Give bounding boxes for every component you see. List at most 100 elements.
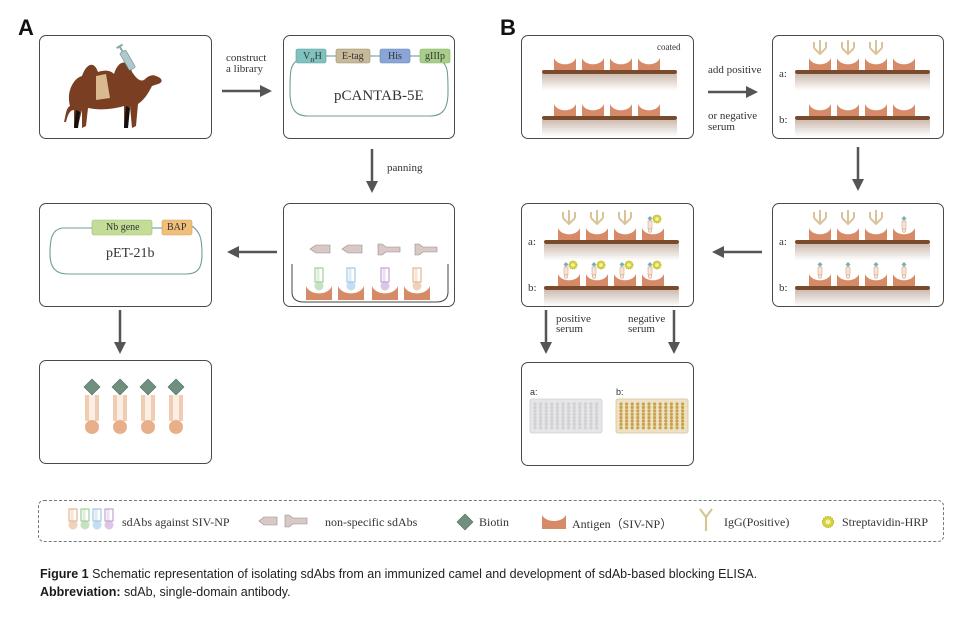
biotin-icon — [83, 378, 101, 396]
vhh-sub: H — [310, 58, 315, 64]
biotinylated-nb-box — [39, 360, 212, 464]
antigen-icon — [893, 58, 915, 70]
arrow-right-icon — [708, 86, 758, 98]
antigen-icon — [642, 228, 664, 240]
biotin-icon — [139, 378, 157, 396]
legend-antigen-label: Antigen（SIV-NP） — [572, 517, 673, 531]
biotin-nb-illustration — [795, 210, 930, 304]
biotinylated-sdab — [901, 216, 907, 233]
antigen-icon — [893, 274, 915, 286]
biotin-icon — [563, 262, 569, 267]
plate-surface — [795, 70, 930, 88]
serum-added-illustration — [795, 40, 930, 134]
antigen-icon — [558, 274, 580, 286]
negative-serum-label-2: serum — [628, 323, 655, 335]
sdab-icon — [80, 508, 90, 530]
igg-icon — [590, 210, 604, 226]
igg-icon — [841, 210, 855, 226]
vhh-tail: H — [314, 51, 322, 62]
biotinylated-sdab — [619, 260, 634, 279]
plate-surface — [795, 240, 930, 258]
biotin-icon — [845, 262, 851, 267]
biotin-icon — [901, 216, 907, 221]
sdab-icon — [346, 267, 356, 291]
plate-surface — [795, 116, 930, 134]
antigen-icon — [809, 228, 831, 240]
igg-icon — [618, 210, 632, 226]
panel-a-letter: A — [18, 15, 34, 40]
antigen-icon — [837, 58, 859, 70]
arrow-left-icon — [712, 246, 762, 258]
antigen-icon — [404, 286, 430, 300]
vector-name-pcantab: pCANTAB-5E — [334, 88, 424, 104]
antigen-icon — [542, 515, 566, 529]
legend-biotin-label: Biotin — [479, 515, 510, 529]
sdab-head — [85, 420, 99, 434]
abbreviation-text: sdAb, single-domain antibody. — [124, 585, 291, 599]
antigen-icon — [614, 228, 636, 240]
biotinylated-nanobody — [83, 378, 101, 434]
antigen-icon — [865, 274, 887, 286]
antigen-icon — [809, 104, 831, 116]
abbreviation-label: Abbreviation: — [40, 585, 121, 599]
biotinylated-nanobody — [139, 378, 157, 434]
biotin-icon — [111, 378, 129, 396]
row-b-label: b: — [779, 114, 788, 126]
igg-icon — [699, 508, 713, 531]
figure-label: Figure 1 — [40, 567, 89, 581]
vector-name-pet21b: pET-21b — [106, 246, 155, 261]
legend-hrp-label: Streptavidin-HRP — [842, 515, 928, 529]
segment-nb-gene: Nb gene — [106, 222, 140, 233]
segment-etag: E-tag — [342, 51, 364, 62]
row-a-label: a: — [779, 236, 787, 248]
hrp-illustration — [544, 210, 679, 304]
biotin-icon — [456, 513, 474, 531]
arrow-down-negative-icon — [668, 310, 680, 354]
plate-surface — [544, 286, 679, 304]
plate-surface — [542, 116, 677, 134]
sdab-head — [169, 420, 183, 434]
antigen-icon — [554, 58, 576, 70]
antigen-icon — [837, 228, 859, 240]
arrow-left-icon — [227, 246, 277, 258]
add-serum-label-1: add positive — [708, 64, 762, 76]
biotinylated-nanobody — [111, 378, 129, 434]
sdab-icon — [92, 508, 102, 530]
elisa-plate-positive — [529, 398, 603, 434]
abbreviation-line: Abbreviation: sdAb, single-domain antibo… — [40, 585, 291, 599]
legend-igg-label: IgG(Positive) — [724, 515, 790, 529]
plasmid-pcantab-icon — [289, 48, 451, 117]
biotin-icon — [817, 262, 823, 267]
arrow-down-icon — [366, 149, 378, 193]
antigen-icon — [865, 58, 887, 70]
antigen-icon — [582, 58, 604, 70]
biotinylated-nanobody — [167, 378, 185, 434]
streptavidin-hrp-icon — [822, 516, 834, 528]
igg-icon — [562, 210, 576, 226]
arrow-down-positive-icon — [540, 310, 552, 354]
antigen-icon — [837, 274, 859, 286]
antigen-icon — [865, 104, 887, 116]
antigen-icon — [338, 286, 364, 300]
antigen-icon — [893, 228, 915, 240]
sdab-head — [113, 420, 127, 434]
antigen-icon — [865, 228, 887, 240]
positive-serum-label-1: positive — [556, 313, 591, 325]
antigen-icon — [642, 274, 664, 286]
camel-box — [39, 35, 212, 139]
biotin-nb-added-box: a: b: — [772, 203, 944, 307]
antigen-icon — [554, 104, 576, 116]
biotinylated-sdab — [901, 262, 907, 279]
elisa-plates — [529, 398, 689, 434]
antigen-icon — [638, 104, 660, 116]
hrp-added-box: a: b: — [521, 203, 694, 307]
coated-label: coated — [657, 42, 681, 52]
nonspecific-sdab-icon — [258, 514, 308, 528]
elisa-plate-box: a: b: — [521, 362, 694, 466]
plate-surface — [542, 70, 677, 88]
plate-a-label: a: — [530, 387, 538, 397]
sdab-icon — [68, 508, 114, 530]
vhh-main: V — [303, 51, 311, 62]
segment-bap: BAP — [167, 222, 187, 233]
add-serum-label-2: or negative — [708, 110, 758, 122]
